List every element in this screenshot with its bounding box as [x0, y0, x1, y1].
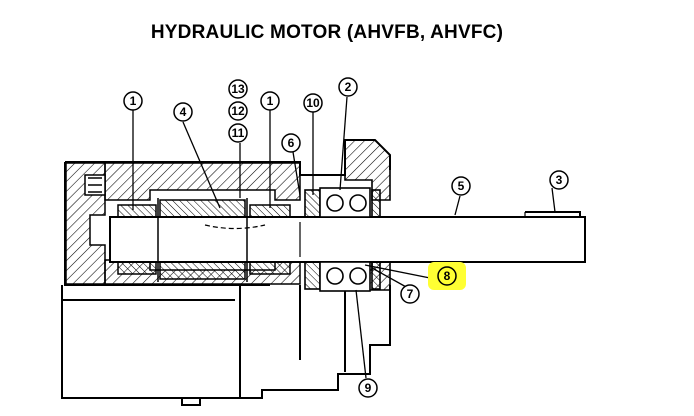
callout-7[interactable]: 7: [400, 284, 420, 304]
leader-lines: [132, 96, 556, 379]
callout-1-left[interactable]: 1: [123, 91, 143, 111]
callout-1-left-label: 1: [130, 94, 137, 108]
callout-10[interactable]: 10: [303, 93, 323, 113]
callout-1-right[interactable]: 1: [260, 91, 280, 111]
callout-3[interactable]: 3: [549, 170, 569, 190]
callout-11[interactable]: 11: [228, 123, 248, 143]
callout-5[interactable]: 5: [451, 176, 471, 196]
callout-5-label: 5: [458, 179, 465, 193]
callout-8[interactable]: 8: [428, 262, 466, 290]
callout-10-label: 10: [306, 96, 320, 110]
callout-3-label: 3: [556, 173, 563, 187]
callout-9[interactable]: 9: [358, 378, 378, 398]
ball-bearing-assembly: [304, 187, 381, 292]
callout-12-label: 12: [231, 104, 245, 118]
callout-13[interactable]: 13: [228, 79, 248, 99]
callout-4[interactable]: 4: [173, 102, 193, 122]
housing-section-hatch: [65, 162, 301, 285]
callout-13-label: 13: [231, 82, 245, 96]
callouts: 1 4 13 12 11: [123, 77, 569, 398]
callout-4-label: 4: [180, 105, 187, 119]
callout-11-label: 11: [232, 126, 245, 140]
callout-12[interactable]: 12: [228, 101, 248, 121]
callout-8-label: 8: [444, 269, 451, 283]
shaft: [109, 211, 586, 263]
callout-6[interactable]: 6: [281, 133, 301, 153]
diagram-title: HYDRAULIC MOTOR (AHVFB, AHVFC): [150, 22, 504, 43]
callout-6-label: 6: [288, 136, 295, 150]
callout-2[interactable]: 2: [338, 77, 358, 97]
callout-9-label: 9: [365, 381, 372, 395]
callout-7-label: 7: [407, 287, 414, 301]
gear-and-needle-bearings: [117, 198, 291, 282]
callout-1-right-label: 1: [267, 94, 274, 108]
callout-2-label: 2: [345, 80, 352, 94]
